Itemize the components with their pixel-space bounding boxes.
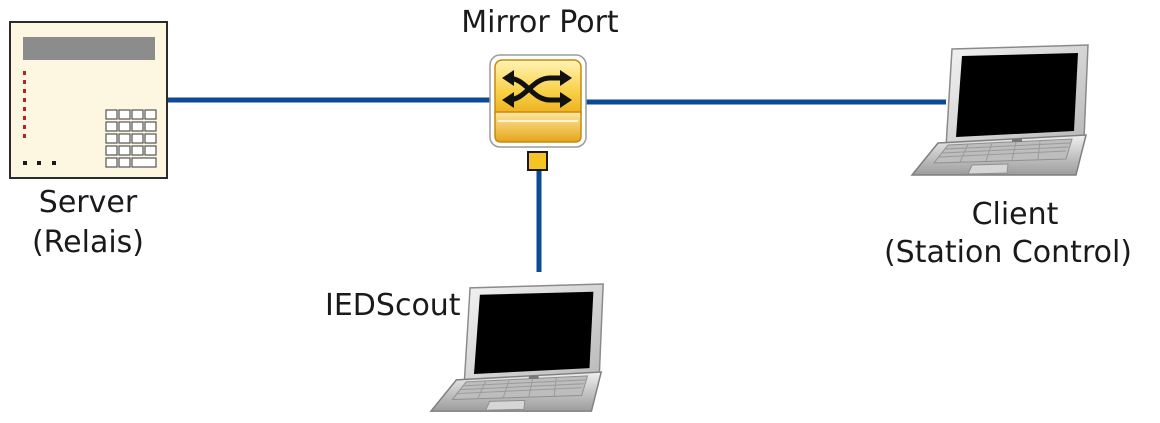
client-laptop-icon bbox=[911, 44, 1089, 176]
server-label-line2: (Relais) bbox=[31, 225, 145, 260]
client-label-line1: Client bbox=[971, 197, 1059, 232]
switch-icon bbox=[489, 54, 587, 148]
links bbox=[167, 97, 946, 272]
server-label-line1: Server bbox=[38, 185, 138, 220]
server-icon bbox=[9, 21, 168, 179]
iedscout-label: IEDScout bbox=[325, 288, 461, 323]
mirror-port-icon bbox=[527, 151, 548, 171]
switch-label: Mirror Port bbox=[461, 5, 619, 40]
client-label-line2: (Station Control) bbox=[883, 235, 1133, 270]
